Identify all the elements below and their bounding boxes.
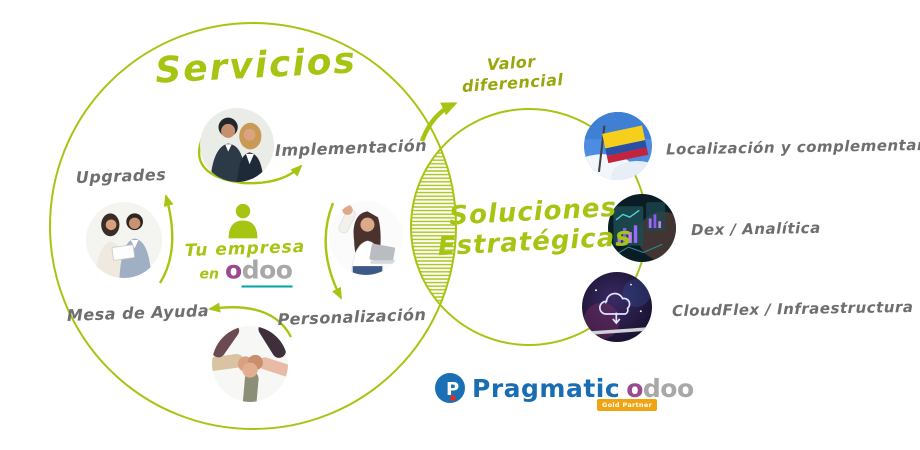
center-en-label: en	[199, 266, 220, 283]
cycle-arrow-left-icon	[208, 302, 293, 338]
label-upgrades: Upgrades	[75, 164, 167, 188]
business-team-photo	[200, 108, 274, 182]
woman-laptop-photo	[329, 201, 403, 275]
footer-odoo-first-letter: o	[626, 373, 643, 403]
footer-odoo-wordmark: odoo	[626, 373, 694, 403]
tablet-review-photo	[86, 202, 162, 278]
cycle-arrow-up-icon	[158, 194, 174, 284]
cycle-arrow-down-icon	[324, 202, 343, 300]
footer-odoo-rest: doo	[642, 373, 694, 403]
odoo-logo: odoo	[225, 255, 293, 288]
analytics-dashboard-photo	[608, 194, 676, 262]
right-circle-title: Soluciones Estratégicas	[436, 193, 633, 263]
servicios-circle-outline	[49, 22, 457, 430]
odoo-partner-badge: Gold Partner	[597, 399, 658, 411]
cycle-arrow-right-icon	[197, 135, 303, 185]
pragmatic-wordmark: Pragmatic	[472, 373, 621, 403]
pragmatic-icon-letter: P	[446, 379, 459, 400]
center-odoo-brand: en odoo	[199, 255, 293, 288]
cloud-tech-photo	[582, 272, 652, 342]
valor-diferencial-arrow-icon	[419, 101, 458, 142]
pragmatic-logo-icon: P	[435, 373, 465, 403]
label-dex-analitica: Dex / Analítica	[690, 218, 821, 240]
colombia-flag-photo	[584, 112, 652, 180]
person-icon	[228, 203, 258, 239]
odoo-logo-rest: doo	[241, 255, 293, 288]
hands-together-photo	[212, 326, 288, 402]
pragmatic-odoo-logo: P Pragmatic odoo	[434, 372, 694, 404]
intersection-title: Valor diferencial	[460, 50, 564, 96]
odoo-logo-first-letter: o	[225, 255, 242, 285]
